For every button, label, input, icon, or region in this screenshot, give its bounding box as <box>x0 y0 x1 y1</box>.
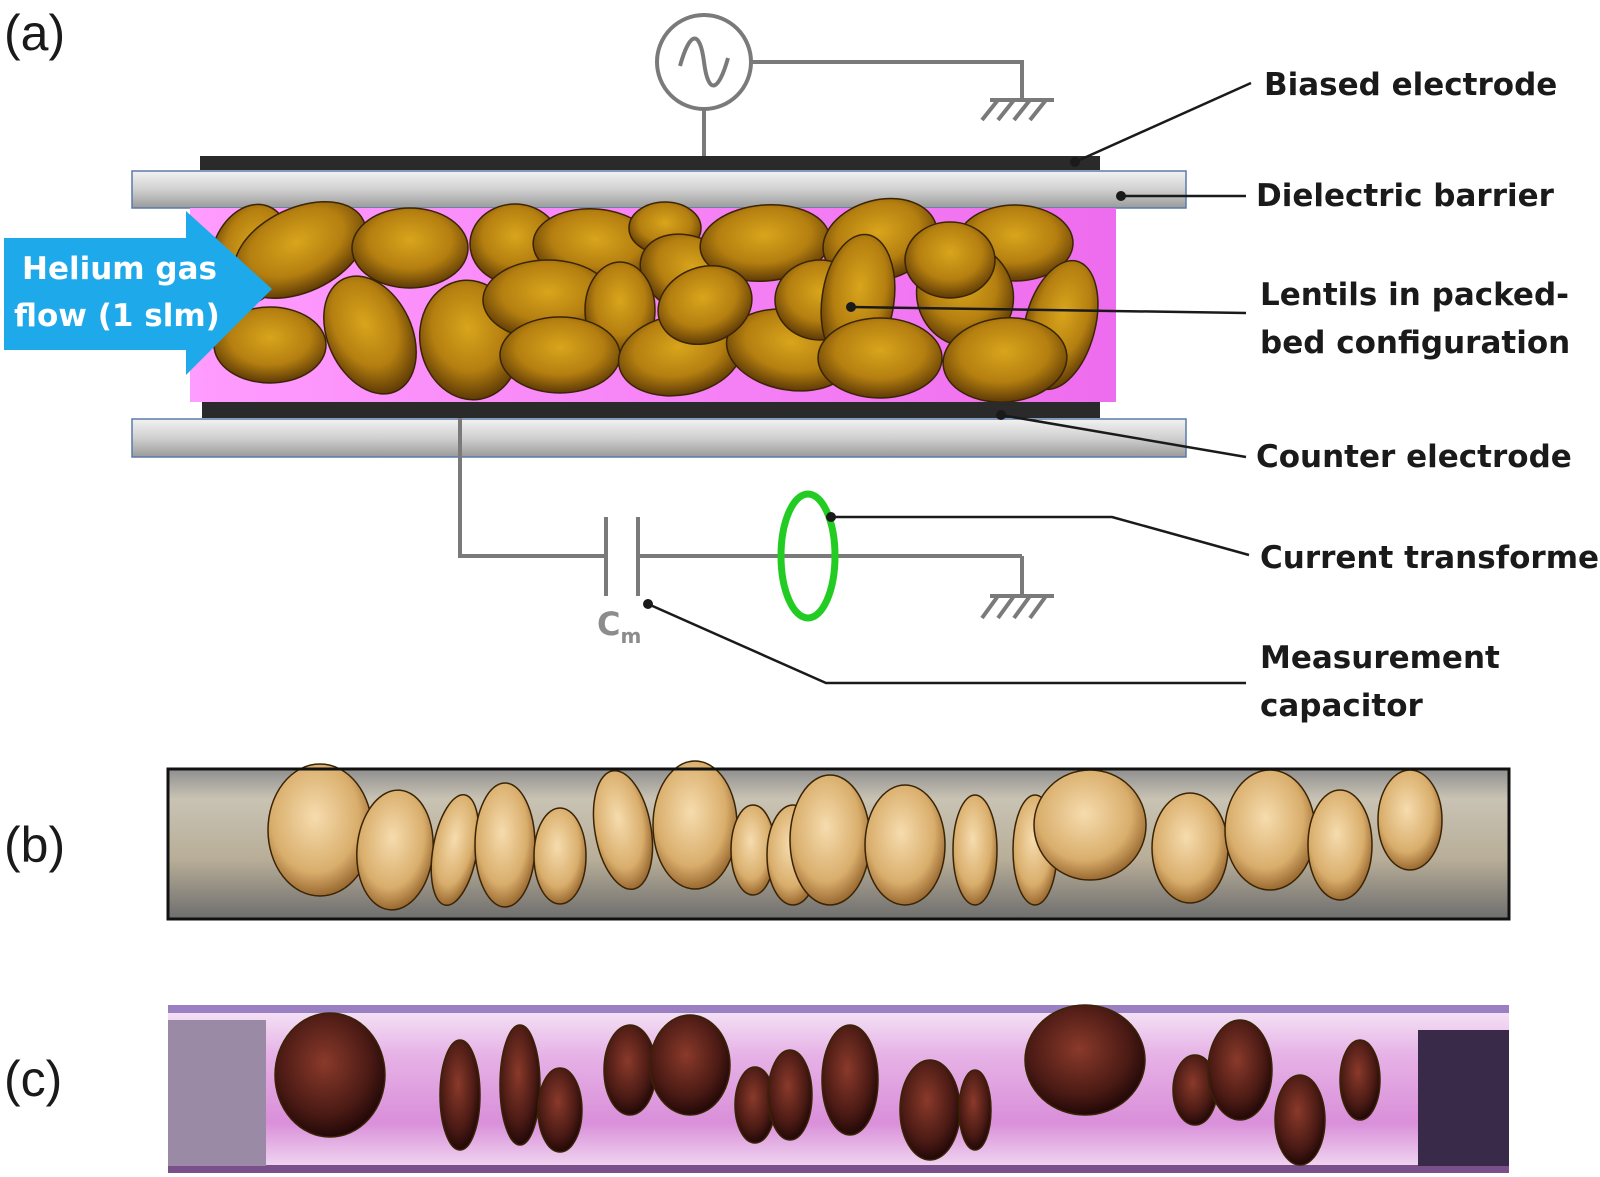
seed <box>499 1024 541 1146</box>
flow-label-line1: Helium gas <box>22 251 217 287</box>
seed <box>1207 1019 1273 1121</box>
label-measurement-line1: Measurement <box>1260 640 1500 676</box>
biased-electrode <box>200 156 1100 170</box>
panel-label-b: (b) <box>4 817 65 873</box>
lentil <box>351 207 469 289</box>
seed <box>789 774 871 906</box>
source-wiring <box>702 60 1024 158</box>
seed <box>1339 1039 1381 1121</box>
callout-leaders <box>647 81 1252 685</box>
seed <box>652 760 738 890</box>
seed <box>767 1049 813 1141</box>
seed <box>267 763 373 897</box>
label-biased-electrode: Biased electrode <box>1264 67 1557 103</box>
callout-dots <box>643 157 1126 609</box>
label-lentils-line1: Lentils in packed- <box>1260 277 1569 313</box>
lentil <box>904 221 996 299</box>
panel-label-a: (a) <box>4 5 65 61</box>
label-lentils-line2: bed configuration <box>1260 325 1570 361</box>
seed <box>439 1039 481 1151</box>
dielectric-barrier-bottom <box>131 418 1187 458</box>
seed <box>1307 789 1373 901</box>
seed <box>537 1067 583 1153</box>
flow-label-line2: flow (1 slm) <box>14 298 220 334</box>
lentil <box>942 317 1068 403</box>
panel-label-c: (c) <box>4 1051 62 1107</box>
seed <box>1024 1004 1146 1116</box>
ground-icon <box>980 594 1054 620</box>
lentil <box>817 317 943 399</box>
ground-icon <box>980 98 1054 122</box>
label-counter-electrode: Counter electrode <box>1256 439 1572 475</box>
capacitor-icon <box>604 517 640 596</box>
seed <box>592 769 654 891</box>
counter-electrode <box>202 402 1100 418</box>
seed <box>958 1069 992 1151</box>
lentil <box>657 264 753 346</box>
seed <box>1224 769 1316 891</box>
label-dielectric-barrier: Dielectric barrier <box>1256 178 1555 214</box>
seed <box>1377 769 1443 871</box>
photo-plasma-discharge <box>168 1004 1509 1173</box>
label-current-transformer: Current transformer <box>1260 540 1600 576</box>
seed <box>821 1024 879 1136</box>
current-transformer-icon <box>777 490 839 622</box>
lentil <box>323 275 417 395</box>
seed <box>899 1059 961 1161</box>
capacitor-symbol: Cm <box>597 605 641 648</box>
seed <box>649 1014 731 1116</box>
label-measurement-line2: capacitor <box>1260 688 1424 724</box>
seed <box>274 1012 386 1138</box>
seed <box>603 1024 657 1116</box>
seed <box>952 794 998 906</box>
seed <box>474 782 536 908</box>
seed <box>864 784 946 906</box>
seed <box>533 807 587 905</box>
seed <box>1274 1074 1326 1166</box>
ac-source-icon <box>655 13 753 111</box>
photo-packed-bed <box>166 760 1511 921</box>
helium-flow-arrow: Helium gas flow (1 slm) <box>4 211 272 375</box>
seed <box>1033 769 1147 881</box>
measurement-wiring <box>458 418 1024 596</box>
lentil <box>499 316 621 394</box>
seed <box>1151 792 1229 904</box>
